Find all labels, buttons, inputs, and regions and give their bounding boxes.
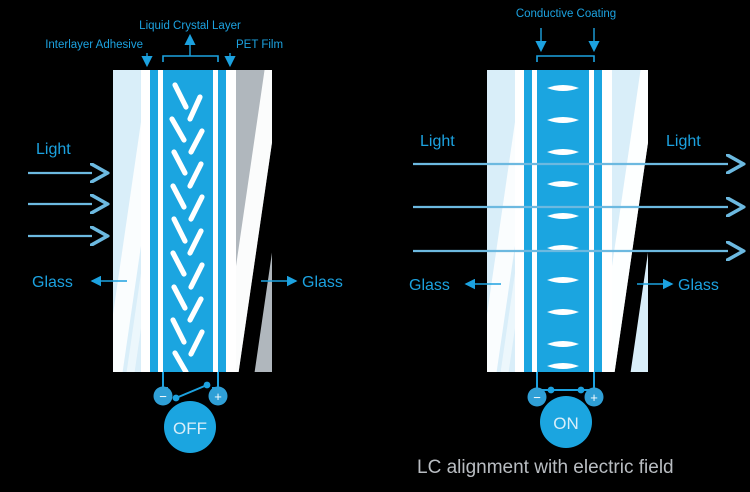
plus-terminal-icon [584,387,604,407]
label-light-in-off: Light [36,141,71,158]
adhesive-gap-right [602,70,612,372]
interlayer-adhesive-right [218,70,226,372]
pet-film-left [532,70,537,372]
plus-terminal-icon [208,386,228,406]
glass-sheen-left [113,121,141,372]
callout-interlayer-adhesive: Interlayer Adhesive [45,39,153,68]
off-terminals: − + [153,386,228,406]
off-light-input: Light [28,141,92,236]
liquid-crystal-layer [537,70,589,372]
switch-contact [577,386,585,394]
on-layer-stack [487,70,648,372]
on-state-button[interactable] [540,396,592,448]
switch-pivot [172,394,180,402]
on-state-label: ON [553,414,579,433]
coating-bracket [536,55,595,62]
adhesive-gap-left [141,70,150,372]
plus-terminal-label: + [214,389,222,404]
label-glass-right-off: Glass [302,274,343,291]
lc-molecules-aligned [547,85,579,369]
minus-terminal-label: − [533,390,541,405]
glass-sheen-left [487,121,515,372]
label-glass-left-on: Glass [409,277,450,294]
interlayer-adhesive-right [594,70,602,372]
adhesive-gap-left [515,70,524,372]
off-panel: Liquid Crystal Layer Interlayer Adhesive… [28,20,343,453]
liquid-crystal-layer [163,70,213,372]
lc-molecules-random [169,82,205,372]
switch-contact [203,381,211,389]
label-pet-film: PET Film [236,39,283,51]
adhesive-gap-right [226,70,236,372]
minus-terminal-icon [153,386,173,406]
label-liquid-crystal-layer: Liquid Crystal Layer [139,20,241,32]
caption-text: LC alignment with electric field [417,457,674,478]
label-conductive-coating: Conductive Coating [516,8,616,20]
circuit-closed-loop [536,372,595,391]
callout-pet-film: PET Film [224,39,283,68]
glass-sheen-right [612,70,648,372]
label-interlayer-adhesive: Interlayer Adhesive [45,39,143,51]
plus-terminal-label: + [590,390,598,405]
pet-film-right [213,70,218,372]
minus-terminal-label: − [159,389,167,404]
on-light-rays: Light Light [413,133,728,251]
label-light-out-on: Light [666,133,701,150]
label-glass-left-off: Glass [32,274,73,291]
switch-lever-open [175,384,208,399]
off-state-label: OFF [173,419,207,438]
off-layer-stack [113,70,272,372]
interlayer-adhesive-left [150,70,158,372]
on-circuit [536,372,595,391]
minus-terminal-icon [527,387,547,407]
label-glass-right-on: Glass [678,277,719,294]
pet-film-left [158,70,163,372]
glass-sheen-right [236,70,272,372]
switch-pivot [547,386,555,394]
on-glass-labels: Glass Glass [409,277,719,294]
off-glass-labels: Glass Glass [32,274,343,291]
on-panel: Conductive Coating Light Light Glass Gla… [409,8,728,448]
callout-conductive-coating: Conductive Coating [516,8,616,62]
pet-film-right [589,70,594,372]
off-state-button[interactable] [164,401,216,453]
interlayer-adhesive-left [524,70,532,372]
on-terminals: − + [527,387,604,407]
callout-liquid-crystal-layer: Liquid Crystal Layer [139,20,241,62]
label-light-in-on: Light [420,133,455,150]
